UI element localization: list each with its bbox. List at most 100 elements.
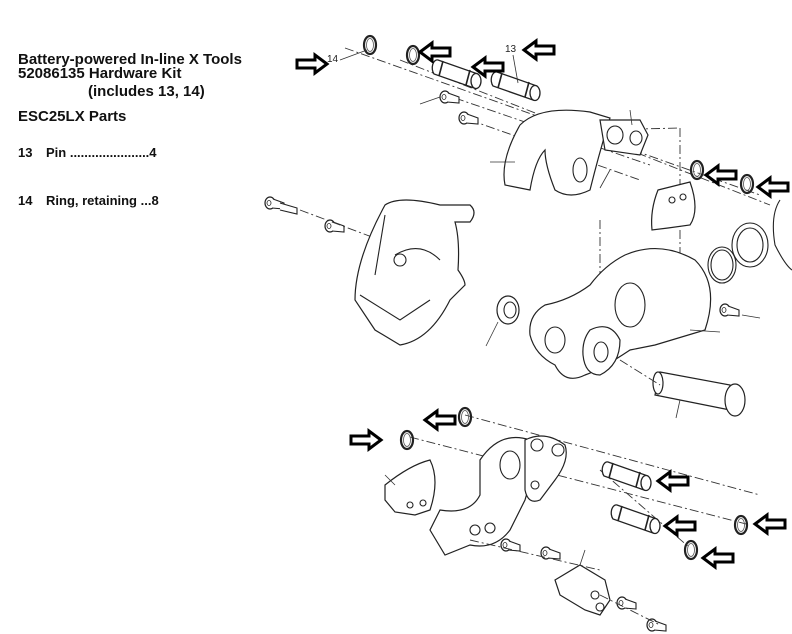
hole <box>530 438 544 452</box>
jaw-plate <box>651 181 696 231</box>
body-edge <box>772 199 792 271</box>
washer <box>731 222 769 268</box>
retaining-ring <box>362 34 378 56</box>
cap-screw <box>646 618 667 632</box>
arrow-right-icon <box>349 429 383 451</box>
cap-screw <box>439 90 460 104</box>
retaining-ring <box>399 429 415 451</box>
retaining-ring <box>683 539 699 561</box>
arrow-left-icon <box>423 409 457 431</box>
retaining-ring <box>733 514 749 536</box>
bore <box>614 282 646 328</box>
center-line <box>299 209 381 241</box>
hole <box>668 196 676 204</box>
upper-jaw <box>503 109 611 196</box>
title-line-2: ESC25LX Parts <box>18 108 127 125</box>
hole <box>606 125 624 145</box>
pin <box>601 461 652 492</box>
callout-13: 13 <box>505 44 517 55</box>
spacer <box>324 219 345 233</box>
center-line <box>599 469 691 549</box>
kit-title: 52086135 Hardware Kit <box>18 65 182 82</box>
part-number: 13 <box>18 145 33 160</box>
hole <box>406 501 414 509</box>
title-line-1: Battery-powered In-line X Tools <box>18 51 242 68</box>
arrow-right-icon <box>295 53 329 75</box>
retaining-ring <box>405 44 421 66</box>
hole <box>629 130 643 146</box>
leader-line <box>689 314 761 333</box>
arrow-left-icon <box>522 39 556 61</box>
leader-line <box>485 321 499 347</box>
center-line <box>599 594 661 626</box>
cutter-blade <box>384 459 436 516</box>
retaining-ring <box>689 159 705 181</box>
hole <box>419 499 427 507</box>
main-pin <box>654 371 731 411</box>
part-qty: 4 <box>149 145 157 160</box>
cap-screw <box>616 596 637 610</box>
hole <box>595 602 605 612</box>
hole <box>572 157 588 183</box>
set-screw <box>719 303 740 317</box>
hole <box>551 443 565 457</box>
leader-line <box>339 49 368 61</box>
pin <box>610 504 661 535</box>
center-line <box>344 47 761 196</box>
arrow-left-icon <box>756 176 790 198</box>
jaw-link <box>599 119 649 156</box>
hole <box>393 253 407 267</box>
hole <box>593 341 609 363</box>
screw-shank <box>279 202 298 215</box>
clevis-eye <box>582 326 621 376</box>
pin <box>490 71 541 102</box>
part-qty: 8 <box>151 193 159 208</box>
parts-list: 13 Pin ......................4 14 Ring, re… <box>18 113 159 225</box>
callout-14: 14 <box>327 54 339 65</box>
shroud-detail <box>359 214 441 321</box>
retaining-ring <box>457 406 473 428</box>
arrow-left-icon <box>663 515 697 537</box>
arrow-left-icon <box>701 547 735 569</box>
document-title: Battery-powered In-line X Tools ESC25LX … <box>18 12 242 145</box>
hole <box>469 524 481 536</box>
hole <box>530 480 540 490</box>
center-line <box>399 59 771 206</box>
leader-line <box>384 474 396 486</box>
part-number: 14 <box>18 193 33 208</box>
hole <box>590 590 600 600</box>
main-pin-end <box>652 371 664 395</box>
o-ring <box>707 246 737 284</box>
center-line <box>619 359 661 386</box>
lower-block <box>554 564 611 616</box>
shroud <box>354 199 475 346</box>
pin <box>431 59 482 90</box>
seal-inner <box>503 301 517 319</box>
part-name: Pin ...................... <box>46 145 150 160</box>
parts-list-row: 14 Ring, retaining ...8 <box>18 193 159 209</box>
link-plate <box>524 435 567 502</box>
hole <box>544 326 566 354</box>
retaining-ring <box>739 173 755 195</box>
hole <box>484 522 496 534</box>
leader-line <box>675 399 681 419</box>
washer-inner <box>736 227 764 263</box>
leader-line <box>512 54 519 84</box>
part-name: Ring, retaining ... <box>46 193 152 208</box>
leader-line <box>419 96 441 105</box>
center-line <box>469 539 601 571</box>
leader-line <box>490 109 633 189</box>
arrow-left-icon <box>753 513 787 535</box>
kit-includes: (includes 13, 14) <box>88 83 205 100</box>
o-ring-inner <box>710 249 734 281</box>
cap-screw <box>458 111 479 125</box>
hole <box>499 450 521 480</box>
hole <box>679 193 687 201</box>
main-pin-head <box>724 383 746 417</box>
center-line <box>409 436 751 526</box>
leader-line <box>579 549 586 566</box>
parts-list-row: 13 Pin ......................4 <box>18 145 159 161</box>
arrow-left-icon <box>418 41 452 63</box>
cylinder-body <box>529 247 712 379</box>
